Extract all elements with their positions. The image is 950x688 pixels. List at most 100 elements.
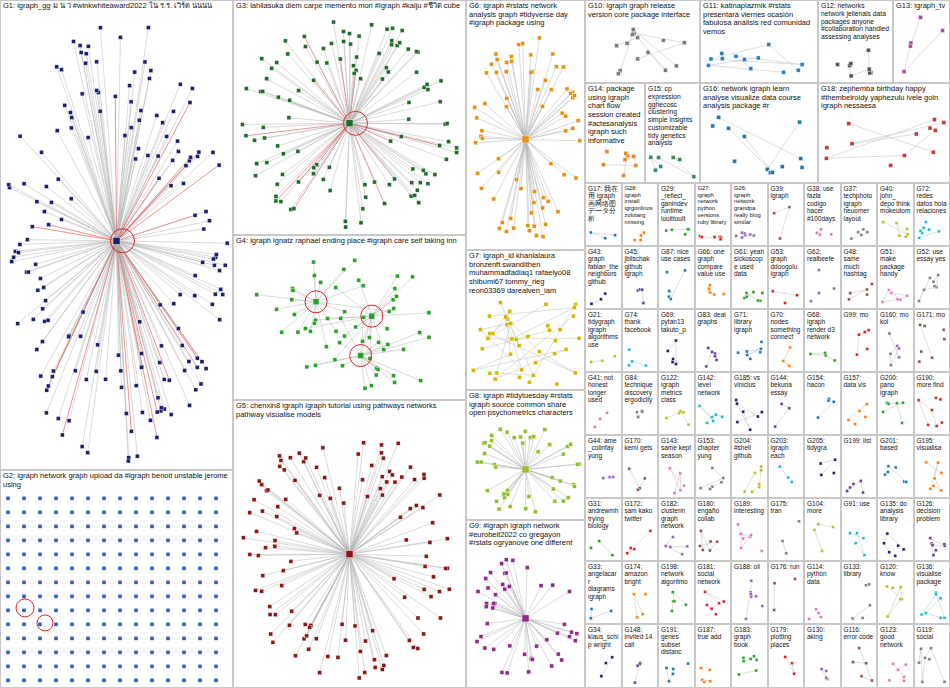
edge-line <box>350 123 449 141</box>
vertex <box>296 330 300 334</box>
edge-line <box>642 290 643 303</box>
vertex <box>898 347 901 350</box>
vertex <box>204 367 208 371</box>
vertex <box>380 475 384 479</box>
edge-line <box>292 300 316 302</box>
vertex <box>42 285 46 289</box>
vertex <box>390 473 394 477</box>
edge-line <box>478 591 525 618</box>
edge-line <box>88 138 116 241</box>
vertex <box>150 594 154 598</box>
vertex <box>6 594 10 598</box>
vertex <box>260 509 264 513</box>
vertex <box>268 605 272 609</box>
vertex <box>22 552 26 556</box>
vertex <box>392 306 396 310</box>
vertex <box>672 358 675 361</box>
vertex <box>214 622 218 626</box>
vertex <box>252 138 256 142</box>
edge-line <box>890 354 891 365</box>
vertex <box>286 52 290 56</box>
edge-line <box>350 554 405 597</box>
edge-line <box>350 52 417 124</box>
vertex <box>517 375 521 379</box>
vertex <box>799 157 803 161</box>
vertex <box>479 460 483 464</box>
edge-line <box>86 63 117 241</box>
vertex <box>321 446 325 450</box>
vertex <box>293 654 297 658</box>
vertex <box>46 384 50 388</box>
vertex <box>86 608 90 612</box>
vertex <box>943 338 946 341</box>
vertex <box>488 371 492 375</box>
edge-line <box>350 478 425 554</box>
vertex <box>214 510 218 514</box>
vertex <box>674 339 677 342</box>
vertex <box>369 384 373 388</box>
edge-line <box>935 478 942 490</box>
vertex <box>25 238 29 242</box>
edge-line <box>372 276 397 316</box>
edge-line <box>526 618 559 654</box>
edge-line <box>539 352 575 373</box>
edge-line <box>350 123 418 190</box>
vertex <box>38 510 42 514</box>
vertex <box>165 134 169 138</box>
edge-line <box>117 241 143 413</box>
vertex <box>678 157 682 161</box>
edge-line <box>82 241 116 447</box>
vertex <box>438 493 442 497</box>
vertex <box>895 402 898 405</box>
vertex <box>134 496 138 500</box>
edge-line <box>526 139 565 174</box>
edge-line <box>262 554 350 591</box>
vertex <box>899 298 902 301</box>
edge-line <box>117 241 170 380</box>
vertex <box>418 331 422 335</box>
vertex <box>487 314 491 318</box>
vertex <box>573 371 577 375</box>
vertex <box>255 529 259 533</box>
edge-line <box>349 34 350 124</box>
vertex <box>700 235 703 238</box>
vertex <box>38 622 42 626</box>
vertex <box>852 482 855 485</box>
vertex <box>199 382 203 386</box>
vertex <box>670 228 673 231</box>
vertex <box>713 355 716 358</box>
vertex <box>551 487 555 491</box>
edge-line <box>526 116 566 139</box>
vertex <box>198 664 202 668</box>
highlight-circle <box>111 229 135 253</box>
vertex <box>323 476 327 480</box>
vertex <box>176 149 180 153</box>
vertex <box>533 510 537 514</box>
vertex <box>495 371 499 375</box>
edge-line <box>350 49 409 123</box>
edge-line <box>526 139 580 140</box>
edge-line <box>117 241 215 265</box>
vertex <box>371 629 375 633</box>
edge-line <box>327 63 350 123</box>
vertex <box>392 577 396 581</box>
vertex <box>42 210 46 214</box>
edge-line <box>492 435 526 469</box>
edge-line <box>320 554 350 673</box>
vertex <box>862 228 865 231</box>
vertex <box>244 134 248 138</box>
edge-line <box>477 118 526 140</box>
edge-line <box>117 241 226 265</box>
edge-line <box>526 469 564 501</box>
edge-line <box>493 604 525 619</box>
vertex <box>140 410 144 414</box>
vertex <box>817 269 820 272</box>
vertex <box>859 479 862 482</box>
vertex <box>830 233 833 236</box>
vertex <box>908 44 912 48</box>
vertex <box>198 510 202 514</box>
vertex <box>415 70 419 74</box>
edge-line <box>305 47 349 124</box>
vertex <box>550 476 554 480</box>
edge-line <box>848 404 866 420</box>
